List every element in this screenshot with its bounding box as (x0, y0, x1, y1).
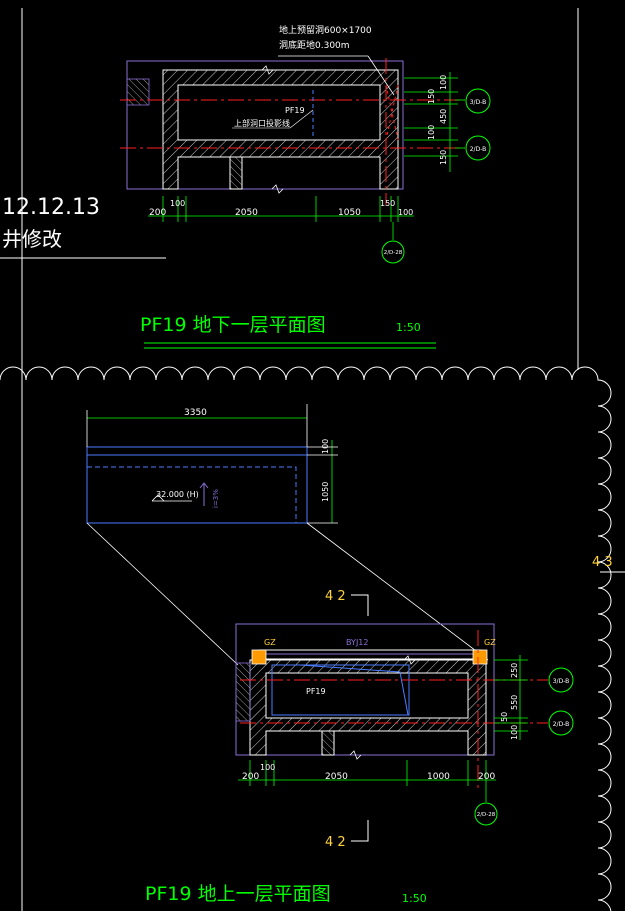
svg-text:2/D-28: 2/D-28 (384, 250, 403, 256)
left-revision-note: 12.12.13 井修改 (0, 195, 166, 259)
revision-date: 12.12.13 (2, 195, 100, 220)
f1-inner-box (271, 664, 410, 716)
roof-outline (86, 446, 308, 524)
b1-axis-bubble-2db[interactable] (465, 135, 491, 161)
svg-text:2/D-28: 2/D-28 (477, 812, 496, 818)
f1-column-left-label: GZ (264, 638, 276, 647)
b1-dim-r-150b: 150 (439, 150, 448, 165)
b1-dim-r-100b: 100 (427, 125, 436, 140)
section-mark-bottom: 4 2 (325, 835, 346, 850)
f1-axis-bubble-2d28[interactable] (474, 802, 498, 826)
roof-dim-100: 100 (321, 439, 330, 454)
section-mark-right: 4 3 (592, 555, 613, 570)
b1-dim-100b: 100 (398, 208, 413, 217)
roof-plan: 3350 100 1050 32.000 (H) i=3% (86, 404, 489, 666)
f1-dim-1000: 1000 (427, 772, 450, 782)
b1-hole-label: 上部洞口投影线 (234, 118, 290, 128)
f1-scale: 1:50 (402, 892, 427, 905)
revision-text: 井修改 (2, 227, 62, 251)
svg-text:3/D-B: 3/D-B (470, 99, 487, 106)
f1-column-left[interactable] (251, 649, 267, 665)
b1-dim-r-150: 150 (427, 89, 436, 104)
f1-room-label: PF19 (306, 687, 326, 696)
plan-1f: BYJ12 GZ GZ PF19 200 100 2050 1000 200 (145, 623, 574, 905)
b1-title: PF19 地下一层平面图 (140, 314, 326, 336)
b1-note-line1: 地上预留洞600×1700 (279, 24, 372, 36)
b1-dim-r-100: 100 (439, 75, 448, 90)
f1-dim-r-250: 250 (510, 663, 519, 678)
b1-dim-r-450: 450 (439, 109, 448, 124)
f1-dim-r-550: 550 (510, 695, 519, 710)
plan-b1: 地上预留洞600×1700 洞底距地0.300m PF19 上部洞口投影线 20… (21, 8, 579, 911)
svg-text:2/D-B: 2/D-B (470, 146, 487, 153)
f1-beam-label: BYJ12 (346, 638, 368, 647)
b1-dim-2050: 2050 (235, 208, 258, 218)
b1-outline (126, 60, 404, 190)
roof-slope: i=3% (212, 489, 220, 508)
f1-column-right-label: GZ (484, 638, 496, 647)
roof-dim-1050: 1050 (321, 482, 330, 502)
b1-axis-bubble-3db[interactable] (465, 88, 491, 114)
b1-dim-200: 200 (149, 208, 166, 218)
f1-dim-200a: 200 (242, 772, 259, 782)
f1-axis-bubble-3db[interactable] (548, 667, 574, 693)
b1-dim-100a: 100 (170, 199, 185, 208)
b1-room-label: PF19 (285, 106, 305, 115)
f1-dim-r-100: 100 (510, 725, 519, 740)
b1-axis-bubble-2d28[interactable] (381, 240, 405, 264)
b1-note-line2: 洞底距地0.300m (279, 39, 350, 51)
section-marks: 4 2 4 2 4 3 (325, 555, 625, 850)
svg-text:3/D-B: 3/D-B (553, 678, 570, 685)
revision-cloud (0, 366, 612, 911)
f1-dim-100: 100 (260, 763, 275, 772)
svg-text:2/D-B: 2/D-B (553, 721, 570, 728)
f1-dim-r-50: 50 (500, 712, 509, 722)
b1-pier (229, 156, 243, 190)
b1-dim-1050: 1050 (338, 208, 361, 218)
f1-axis-bubble-2db[interactable] (548, 710, 574, 736)
b1-dim-150: 150 (380, 199, 395, 208)
section-mark-top: 4 2 (325, 589, 346, 604)
roof-elevation: 32.000 (H) (156, 490, 199, 499)
f1-column-right[interactable] (472, 649, 488, 665)
b1-scale: 1:50 (396, 321, 421, 334)
f1-dim-200b: 200 (478, 772, 495, 782)
f1-title: PF19 地上一层平面图 (145, 883, 331, 905)
f1-dim-2050: 2050 (325, 772, 348, 782)
roof-dim-3350: 3350 (184, 408, 207, 418)
